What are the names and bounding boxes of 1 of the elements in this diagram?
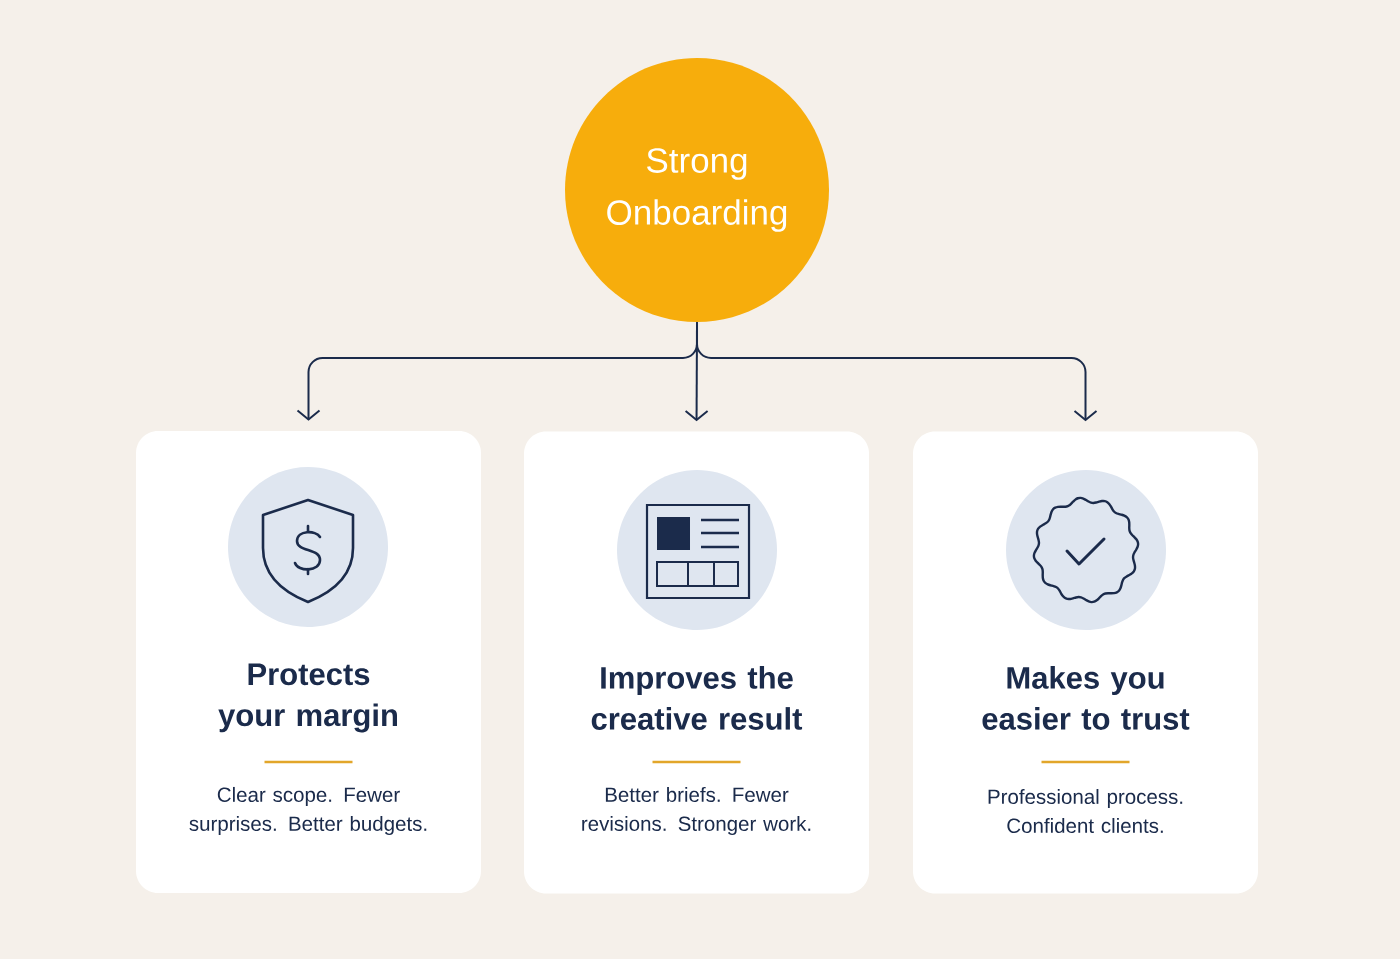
arrow <box>696 321 1098 422</box>
